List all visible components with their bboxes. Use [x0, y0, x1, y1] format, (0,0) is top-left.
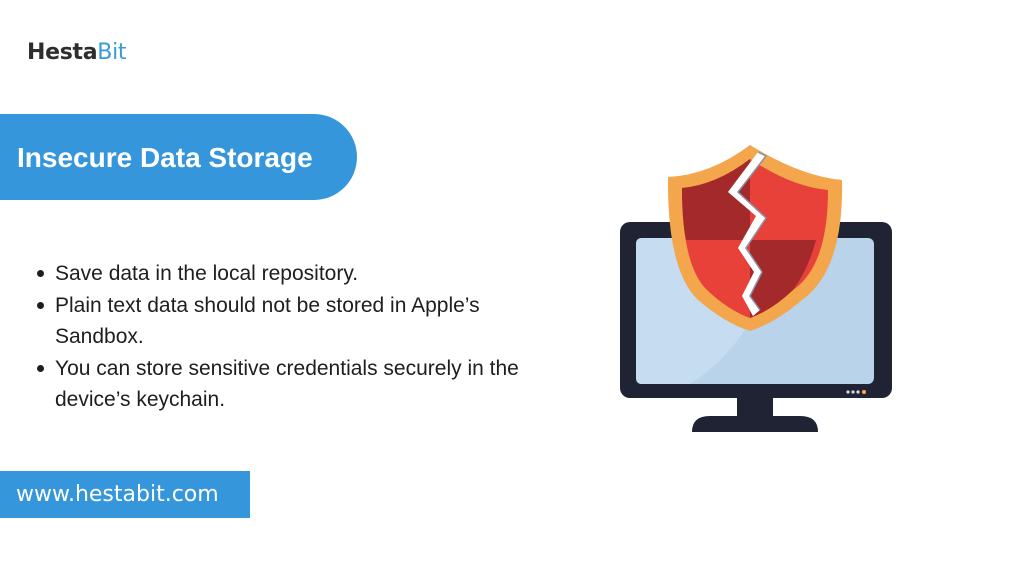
title-banner: Insecure Data Storage [0, 114, 357, 200]
bullet-item: Plain text data should not be stored in … [37, 290, 525, 353]
brand-logo: HestaBit [27, 39, 127, 67]
insecure-storage-illustration [620, 145, 892, 432]
bullet-list: Save data in the local repository. Plain… [37, 258, 525, 416]
website-banner: www.hestabit.com [0, 471, 250, 518]
website-url: www.hestabit.com [16, 482, 219, 507]
bullet-item: Save data in the local repository. [37, 258, 525, 290]
logo-text-hesta: Hesta [27, 40, 98, 65]
bullet-item: You can store sensitive credentials secu… [37, 353, 525, 416]
logo-text-bit: Bit [97, 40, 127, 65]
broken-shield-icon [667, 145, 843, 331]
slide-title: Insecure Data Storage [17, 142, 313, 173]
